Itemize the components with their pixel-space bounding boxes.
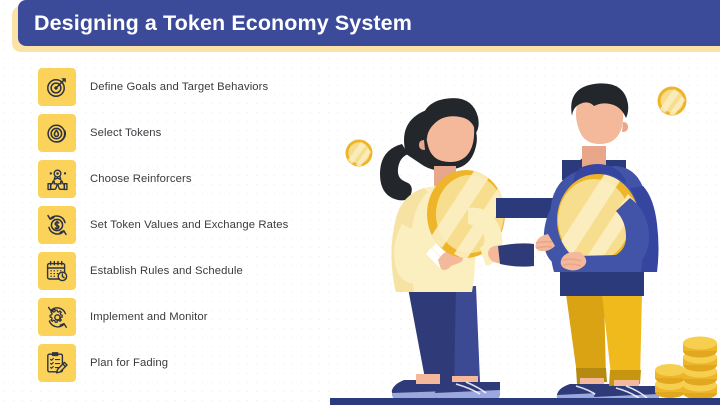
list-item[interactable]: Select Tokens (38, 110, 338, 156)
list-item[interactable]: Establish Rules and Schedule (38, 248, 338, 294)
steps-list: Define Goals and Target Behaviors Select… (38, 64, 338, 386)
target-arrow-icon (38, 68, 76, 106)
thumbs-up-reward-icon (38, 160, 76, 198)
gear-cycle-icon (38, 298, 76, 336)
list-item[interactable]: Implement and Monitor (38, 294, 338, 340)
list-item-label: Define Goals and Target Behaviors (90, 81, 269, 93)
coin-large-right (557, 174, 639, 266)
list-item[interactable]: Set Token Values and Exchange Rates (38, 202, 338, 248)
floating-coin-left (345, 139, 373, 167)
page-title: Designing a Token Economy System (34, 10, 412, 35)
list-item[interactable]: Choose Reinforcers (38, 156, 338, 202)
stack-of-coins (655, 336, 717, 400)
calendar-clock-icon (38, 252, 76, 290)
checklist-pencil-icon (38, 344, 76, 382)
dollar-exchange-icon (38, 206, 76, 244)
list-item-label: Plan for Fading (90, 357, 169, 369)
title-bar: Designing a Token Economy System (18, 0, 720, 46)
list-item-label: Choose Reinforcers (90, 173, 192, 185)
coin-token-icon (38, 114, 76, 152)
ground-line (330, 398, 720, 405)
list-item[interactable]: Define Goals and Target Behaviors (38, 64, 338, 110)
floating-coin-right (657, 86, 687, 116)
list-item-label: Select Tokens (90, 127, 162, 139)
list-item-label: Set Token Values and Exchange Rates (90, 219, 289, 231)
list-item[interactable]: Plan for Fading (38, 340, 338, 386)
man-holding-coin (535, 83, 659, 404)
list-item-label: Establish Rules and Schedule (90, 265, 243, 277)
list-item-label: Implement and Monitor (90, 311, 208, 323)
illustration-two-people-exchanging-coins (330, 48, 720, 405)
woman-holding-coin (380, 98, 534, 400)
